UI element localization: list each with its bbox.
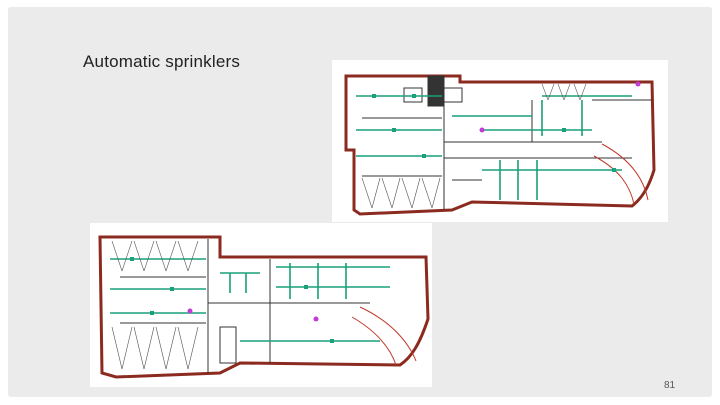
sprinkler-pipes [110,258,390,342]
riser-markers [187,308,319,322]
interior-walls [362,75,652,210]
parking-stalls [111,240,199,370]
sprinkler-pipes [356,95,632,200]
floor-plan-lower-drawing [98,235,430,379]
sprinkler-heads [372,94,616,172]
exterior-wall [344,74,656,216]
floor-plan-lower-image [90,223,432,387]
interior-walls [120,239,370,373]
exterior-wall [98,235,430,379]
ramp-curve [351,306,417,366]
ramp-curve [593,143,649,205]
floor-plan-upper-drawing [344,74,656,216]
slide-title: Automatic sprinklers [83,52,241,71]
riser-markers [479,81,641,133]
page-number: 81 [664,380,676,391]
floor-plan-upper-image [332,60,668,222]
sprinkler-heads [130,257,334,343]
parking-stalls [361,83,587,209]
